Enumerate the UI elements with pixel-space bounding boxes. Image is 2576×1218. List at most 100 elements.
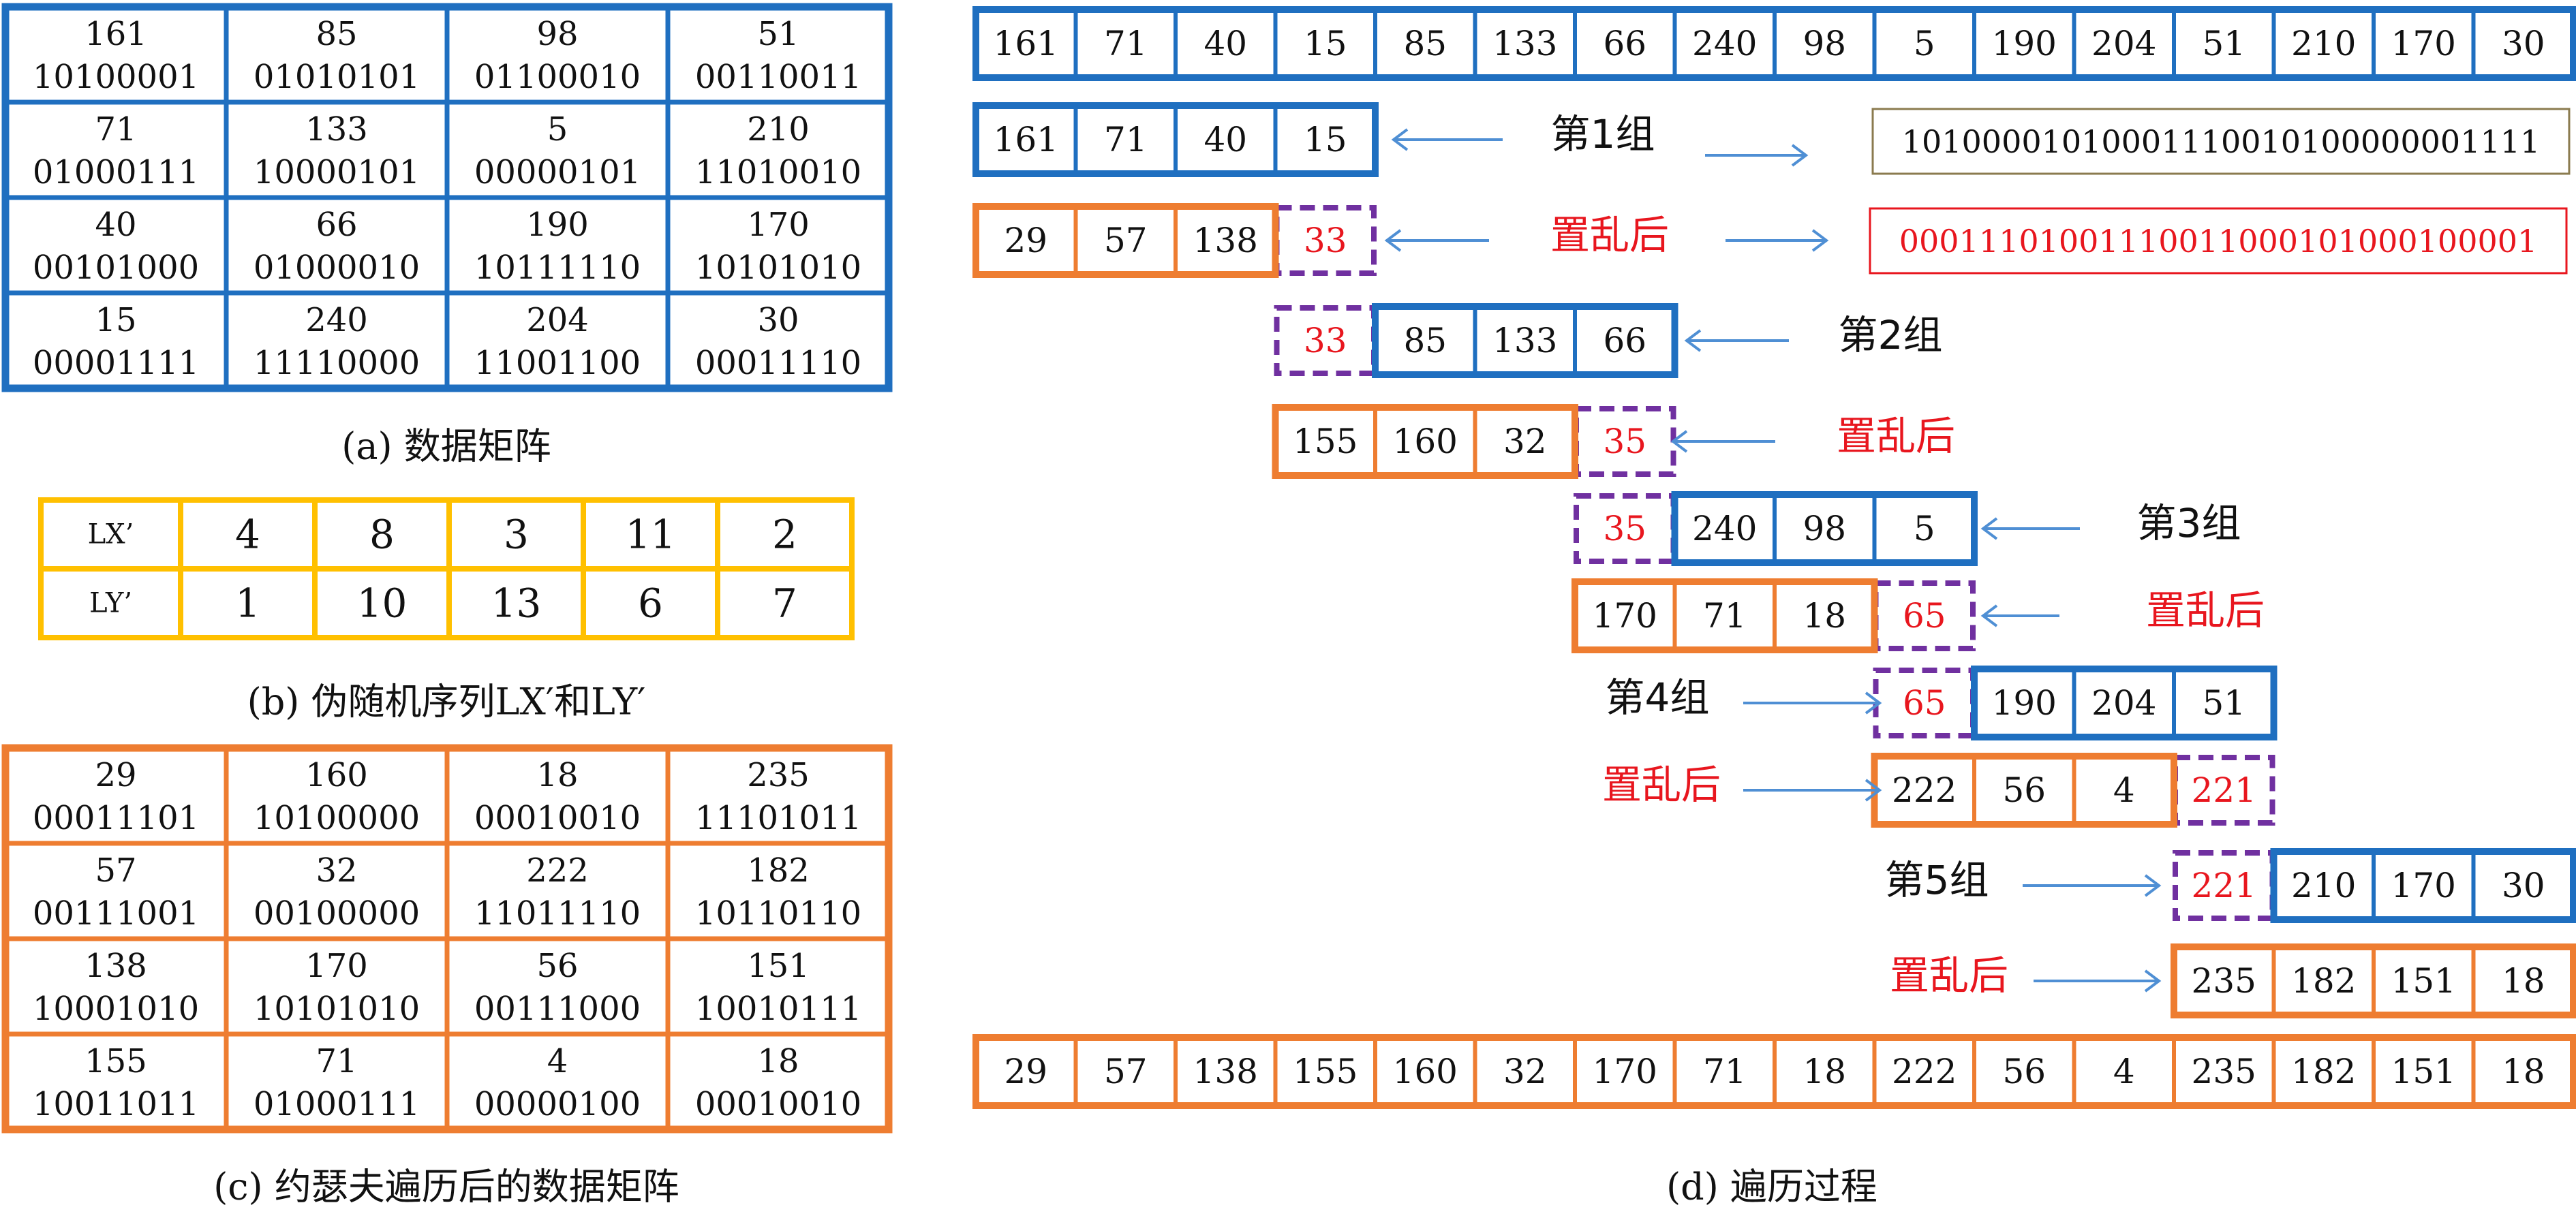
cell-decimal: 51 xyxy=(757,15,799,53)
cell-decimal: 151 xyxy=(747,947,810,985)
cell-binary: 11011110 xyxy=(474,894,641,933)
group-border xyxy=(1971,666,2278,740)
process-value: 98 xyxy=(1803,24,1846,63)
group-label: 第1组 xyxy=(1551,111,1655,157)
cell-binary: 10100001 xyxy=(33,58,199,96)
group-border xyxy=(1571,578,1878,653)
cell-decimal: 155 xyxy=(85,1042,147,1080)
process-value: 29 xyxy=(1004,221,1047,260)
cell-decimal: 66 xyxy=(316,206,357,244)
cell-binary: 01010101 xyxy=(254,58,420,96)
cell-decimal: 18 xyxy=(536,756,578,794)
cell-binary: 00011110 xyxy=(695,344,861,382)
process-value: 190 xyxy=(1992,24,2057,63)
cell-decimal: 18 xyxy=(757,1042,799,1080)
process-value: 32 xyxy=(1503,422,1547,461)
process-value: 138 xyxy=(1193,221,1258,260)
group-label: 第4组 xyxy=(1606,674,1710,721)
sequence-value: 8 xyxy=(369,512,395,558)
process-value: 56 xyxy=(2002,770,2046,810)
arrow-icon xyxy=(1684,329,1789,352)
process-value: 71 xyxy=(1703,596,1747,636)
binary-box-before xyxy=(1871,108,2571,175)
process-value: 40 xyxy=(1203,120,1247,159)
process-value: 204 xyxy=(2091,24,2156,63)
scrambled-label: 置乱后 xyxy=(1890,952,2008,999)
cell-binary: 11001100 xyxy=(474,344,641,382)
cell-binary: 10100000 xyxy=(254,799,420,837)
process-value: 71 xyxy=(1104,120,1148,159)
sequence-value: 13 xyxy=(491,580,542,627)
sequence-value: 10 xyxy=(357,580,408,627)
arrow-icon xyxy=(1743,691,1882,715)
process-value: 138 xyxy=(1193,1052,1258,1091)
process-value: 160 xyxy=(1393,1052,1458,1091)
sequence-value: 7 xyxy=(772,580,797,627)
process-value: 155 xyxy=(1293,1052,1358,1091)
process-value: 56 xyxy=(2002,1052,2046,1091)
group-border xyxy=(1671,491,1978,566)
cell-decimal: 235 xyxy=(747,756,810,794)
cell-binary: 10000101 xyxy=(254,153,420,191)
process-value: 155 xyxy=(1293,422,1358,461)
process-value: 222 xyxy=(1892,1052,1957,1091)
scrambled-label: 置乱后 xyxy=(1602,762,1721,808)
caption-b: (b) 伪随机序列LX′和LY′ xyxy=(247,681,646,723)
cell-decimal: 204 xyxy=(526,301,589,339)
process-value: 190 xyxy=(1992,683,2057,723)
cell-binary: 10010111 xyxy=(695,990,861,1028)
cell-binary: 11010010 xyxy=(695,153,861,191)
process-value: 57 xyxy=(1104,221,1148,260)
process-value: 30 xyxy=(2502,866,2545,905)
cell-decimal: 170 xyxy=(747,206,810,244)
cell-binary: 01100010 xyxy=(474,58,641,96)
cell-binary: 01000111 xyxy=(254,1085,420,1123)
arrow-icon xyxy=(1726,229,1829,252)
sequence-value: 6 xyxy=(638,580,663,627)
binary-after: 00011101001110011000101000100001 xyxy=(1899,223,2538,260)
carry-value: 33 xyxy=(1304,321,1347,360)
cell-binary: 00101000 xyxy=(33,249,199,287)
arrow-icon xyxy=(2023,874,2162,897)
cell-decimal: 57 xyxy=(95,852,136,890)
cell-decimal: 5 xyxy=(547,110,568,149)
process-value: 85 xyxy=(1403,321,1447,360)
cell-binary: 10110110 xyxy=(695,894,861,933)
process-value: 151 xyxy=(2391,1052,2456,1091)
process-value: 5 xyxy=(1914,24,1935,63)
process-value: 240 xyxy=(1692,509,1757,548)
caption-c: (c) 约瑟夫遍历后的数据矩阵 xyxy=(213,1166,679,1208)
panel-a-data-matrix: 1611010000185010101019801100010510011001… xyxy=(1,3,893,392)
group-border xyxy=(1272,404,1578,479)
cell-decimal: 71 xyxy=(95,110,136,149)
process-value: 4 xyxy=(2113,770,2135,810)
carry-value: 35 xyxy=(1603,509,1646,548)
group-border xyxy=(1372,303,1678,378)
cell-binary: 10111110 xyxy=(474,249,641,287)
process-value: 98 xyxy=(1803,509,1846,548)
process-value: 161 xyxy=(994,24,1058,63)
process-value: 240 xyxy=(1692,24,1757,63)
cell-binary: 00010010 xyxy=(695,1085,861,1123)
process-value: 170 xyxy=(1593,1052,1657,1091)
cell-decimal: 138 xyxy=(85,947,147,985)
carry-value: 65 xyxy=(1903,683,1946,723)
process-value: 71 xyxy=(1703,1052,1747,1091)
process-value: 51 xyxy=(2202,683,2245,723)
cell-decimal: 30 xyxy=(757,301,799,339)
process-value: 30 xyxy=(2502,24,2545,63)
cell-decimal: 190 xyxy=(526,206,589,244)
cell-decimal: 15 xyxy=(95,301,136,339)
cell-binary: 00010010 xyxy=(474,799,641,837)
cell-decimal: 133 xyxy=(305,110,368,149)
process-value: 4 xyxy=(2113,1052,2135,1091)
matrix-border xyxy=(1,744,893,1134)
cell-binary: 00001111 xyxy=(33,344,199,382)
cell-decimal: 160 xyxy=(305,756,368,794)
carry-value: 35 xyxy=(1603,422,1646,461)
process-value: 5 xyxy=(1914,509,1935,548)
carry-value: 65 xyxy=(1903,596,1946,636)
process-value: 170 xyxy=(2391,866,2456,905)
process-value: 133 xyxy=(1492,321,1557,360)
